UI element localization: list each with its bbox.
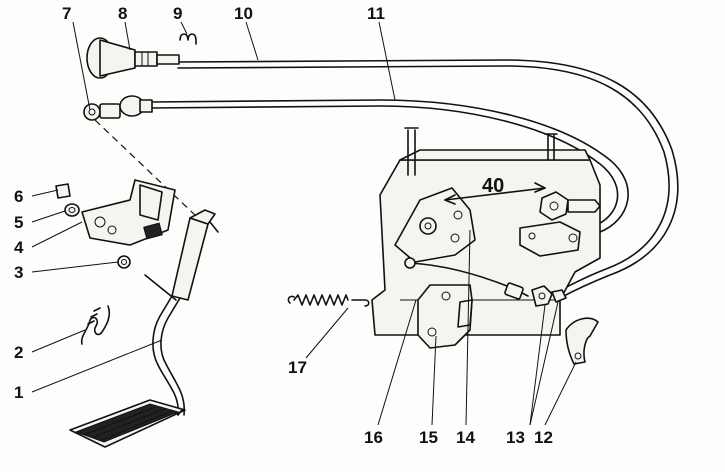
bolt [117,255,131,269]
callout-5: 5 [14,213,23,232]
callout-12: 12 [534,428,553,447]
callout-6: 6 [14,187,23,206]
callout-10: 10 [234,4,253,23]
clip [179,33,197,45]
callout-4: 4 [14,238,24,257]
bracket [81,179,176,246]
callout-15: 15 [419,428,438,447]
equalizer-lever [417,284,473,349]
clip-small [55,183,71,199]
callout-1: 1 [14,383,23,402]
tension-spring [287,294,370,307]
callout-13: 13 [506,428,525,447]
washer [64,203,80,217]
leader-lines [31,21,577,426]
cable-knob [86,37,180,79]
cable-adjuster [504,282,567,307]
callout-14: 14 [456,428,475,447]
callout-labels: 7 8 9 10 11 6 5 4 3 2 1 17 16 15 14 13 1… [14,4,553,447]
dimension-marker: 40 [444,175,546,205]
callout-2: 2 [14,343,23,362]
connection-line [94,119,196,216]
return-spring [80,305,111,345]
cable-end [83,95,153,121]
callout-11: 11 [367,4,385,23]
sector-plate [394,187,476,263]
callout-3: 3 [14,263,23,282]
cable-bracket [519,221,581,257]
pedal-lever [144,209,219,416]
mounting-bracket [565,317,599,365]
callout-7: 7 [62,4,71,23]
cable-10 [177,59,679,299]
pedal-pad [69,399,186,448]
callout-9: 9 [173,4,182,23]
callout-16: 16 [364,428,383,447]
dimension-label: 40 [482,175,504,197]
callout-17: 17 [288,358,307,377]
adjusting-nut [539,191,601,221]
callout-8: 8 [118,4,127,23]
